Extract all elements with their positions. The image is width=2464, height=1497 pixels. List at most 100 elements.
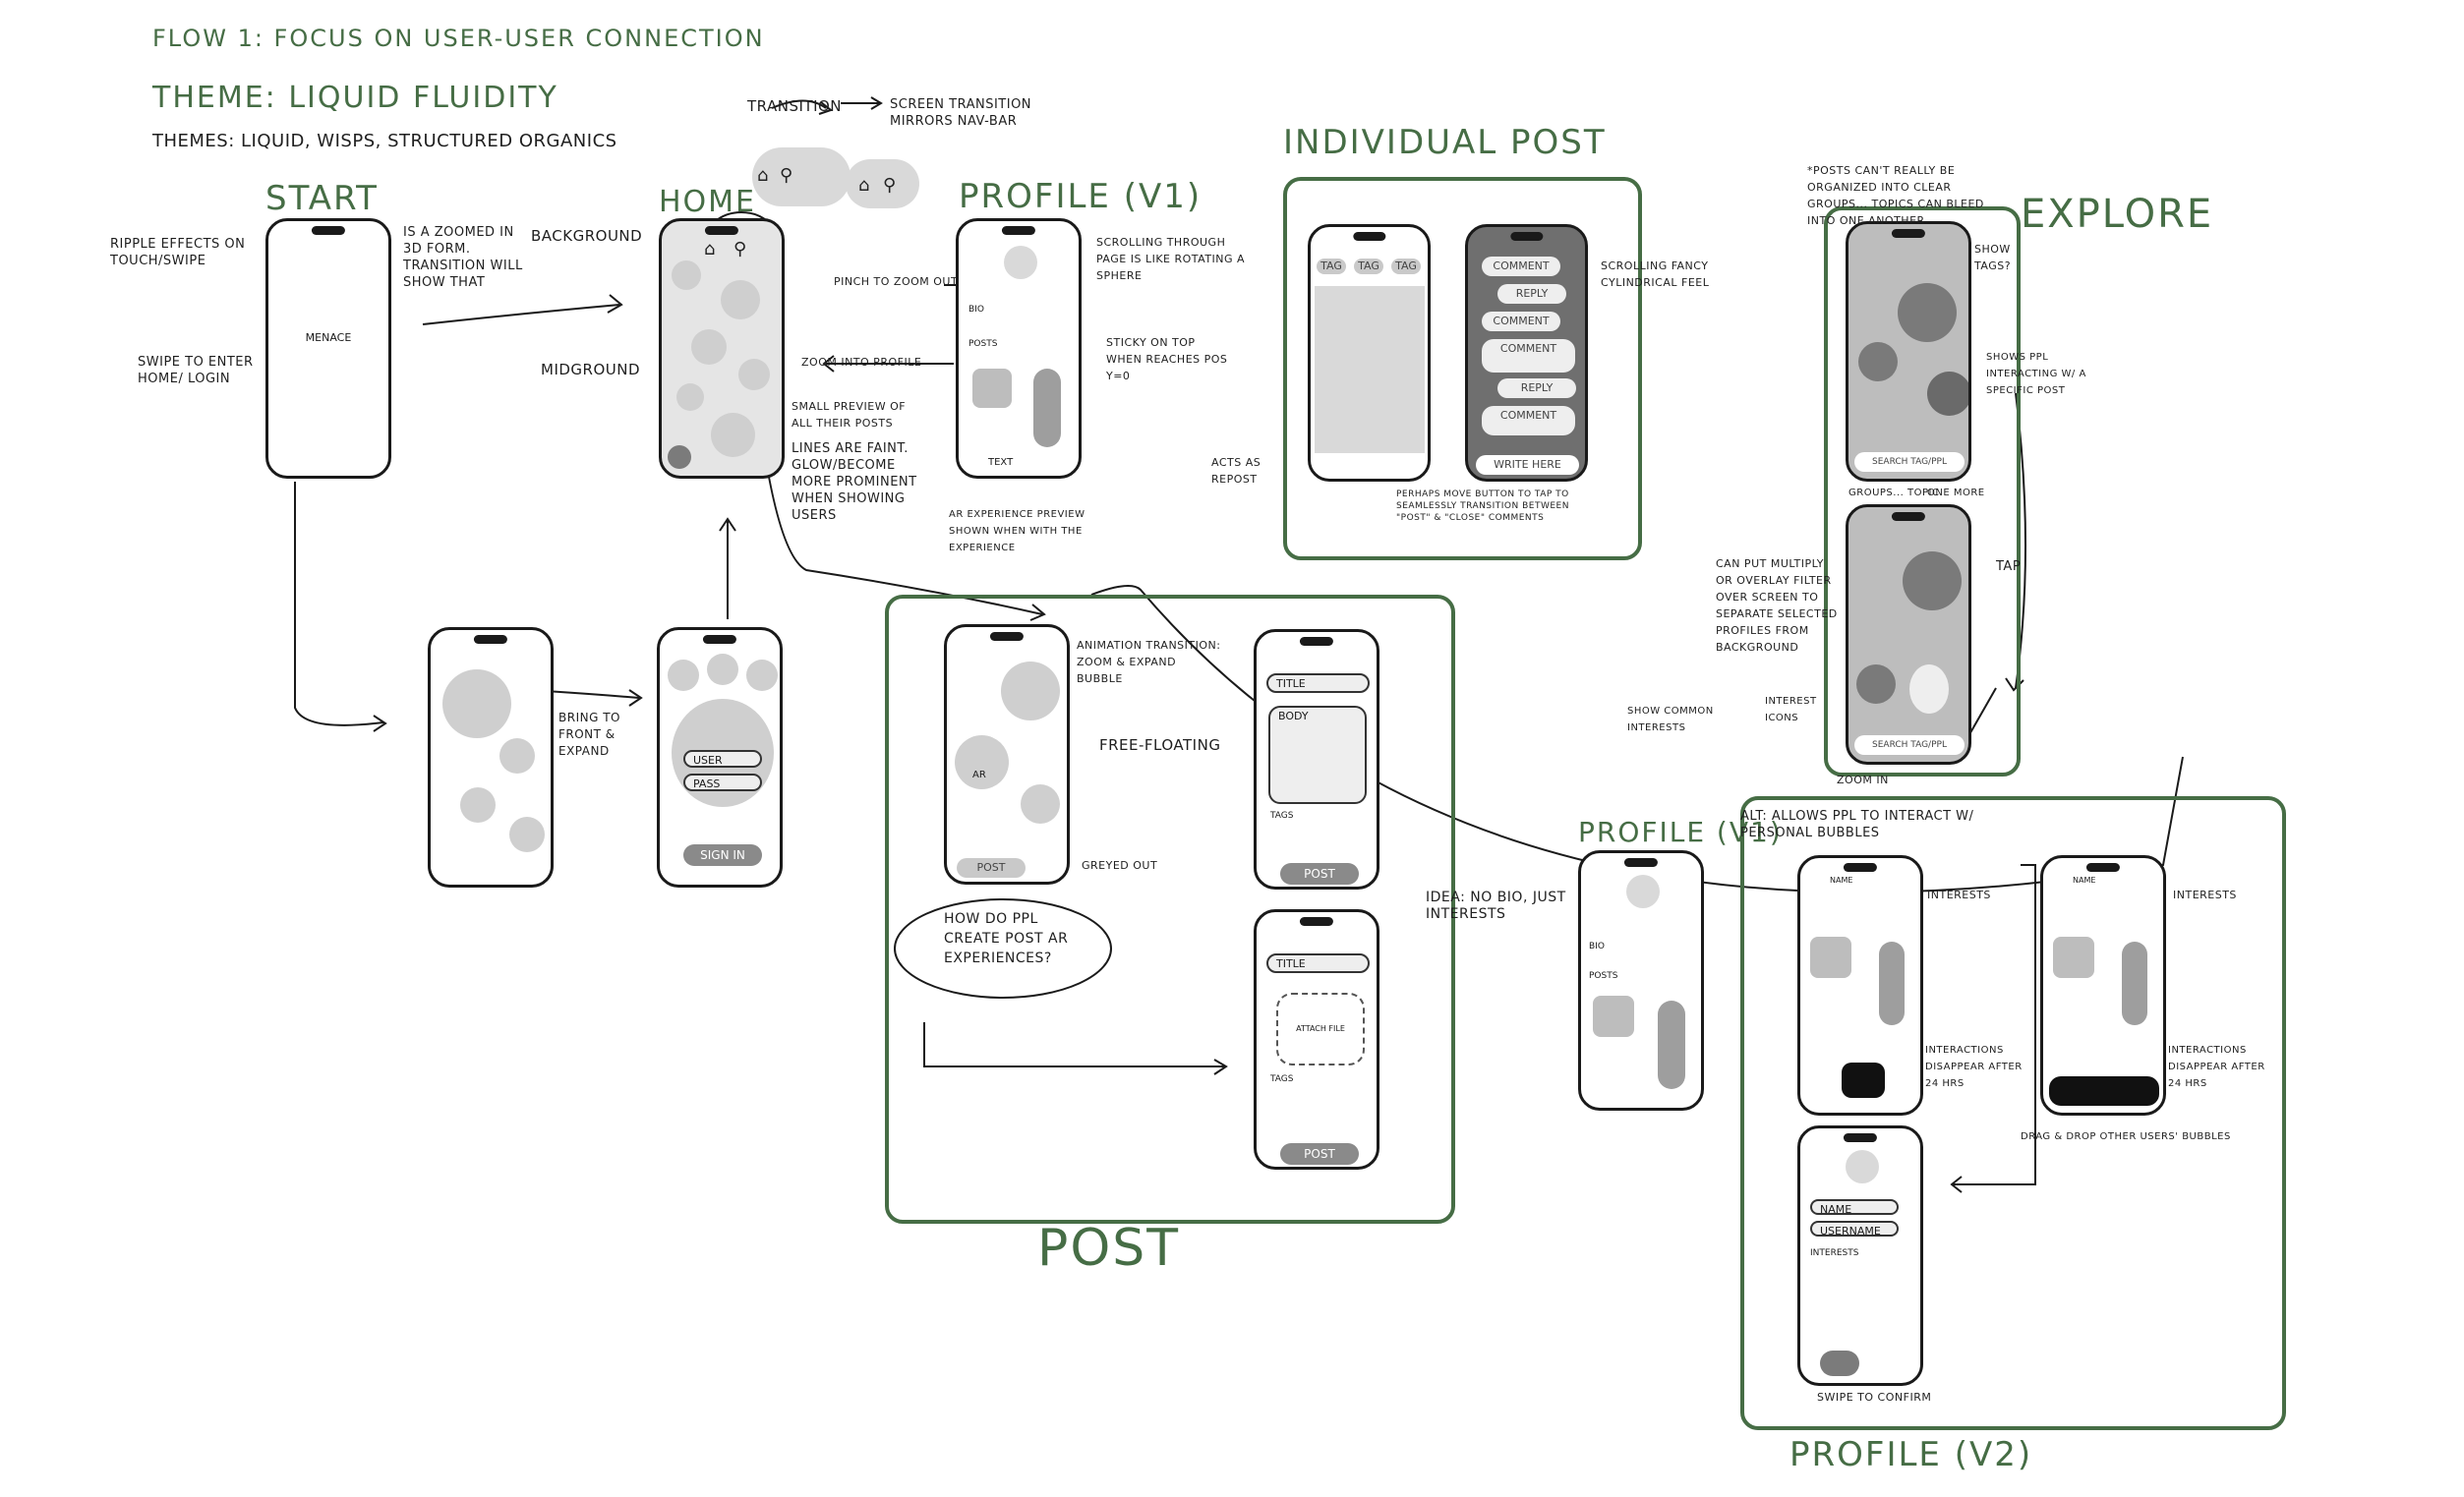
note-swipe-enter: SWIPE TO ENTER HOME/ LOGIN — [138, 355, 254, 386]
body-field[interactable]: BODY — [1268, 706, 1367, 804]
note-interactions-2: INTERACTIONS DISAPPEAR AFTER 24 HRS — [2168, 1045, 2265, 1089]
note-bring-front: BRING TO FRONT & EXPAND — [558, 711, 620, 758]
profile-edit-phone[interactable]: NAME USERNAME INTERESTS — [1797, 1125, 1923, 1386]
post-create-phone[interactable]: AR POST — [944, 624, 1070, 885]
explore-phone-2[interactable]: SEARCH TAG/PPL — [1846, 504, 1971, 765]
transition-blob-2 — [846, 159, 919, 208]
home-phone[interactable]: ⌂ ⚲ — [659, 218, 785, 479]
note-acts-repost: ACTS AS REPOST — [1211, 456, 1261, 486]
interaction-bubble[interactable] — [1842, 1063, 1885, 1098]
note-perhaps-move: PERHAPS MOVE BUTTON TO TAP TO SEAMLESSLY… — [1396, 489, 1569, 523]
post-tall — [1879, 942, 1905, 1025]
search-field[interactable]: SEARCH TAG/PPL — [1854, 735, 1965, 755]
note-tap: TAP — [1996, 559, 2022, 574]
note-ripple: RIPPLE EFFECTS ON TOUCH/SWIPE — [110, 237, 246, 268]
note-greyed-out: GREYED OUT — [1082, 859, 1158, 872]
flow-title: FLOW 1: FOCUS ON USER-USER CONNECTION — [152, 25, 765, 52]
note-zoomed: IS A ZOOMED IN 3D FORM. TRANSITION WILL … — [403, 225, 523, 290]
note-how-create: HOW DO PPL CREATE POST AR EXPERIENCES? — [944, 911, 1069, 966]
text-label: TEXT — [988, 457, 1014, 468]
note-groups-topic: GROUPS... TOPIC — [1848, 488, 1940, 498]
note-zoom-in: ZOOM IN — [1837, 774, 1889, 786]
app-name: MENACE — [305, 331, 352, 344]
tag-pill[interactable]: TAG — [1391, 259, 1421, 274]
note-one-more: ONE MORE — [1927, 488, 1985, 498]
avatar[interactable] — [1846, 1150, 1879, 1183]
profile-v1-phone[interactable]: BIO POSTS TEXT — [956, 218, 1082, 479]
post-text-phone[interactable]: TITLE BODY TAGS POST — [1254, 629, 1379, 890]
note-pinch: PINCH TO ZOOM OUT — [834, 275, 959, 288]
name-field[interactable]: NAME — [1810, 1199, 1899, 1216]
write-field[interactable]: WRITE HERE — [1476, 455, 1579, 475]
note-scrolling-sphere: SCROLLING THROUGH PAGE IS LIKE ROTATING … — [1096, 236, 1246, 282]
individual-post-phone-2[interactable]: COMMENT REPLY COMMENT COMMENT REPLY COMM… — [1465, 224, 1588, 482]
sign-in-button[interactable]: SIGN IN — [683, 844, 762, 866]
note-idea-no-bio: IDEA: NO BIO, JUST INTERESTS — [1426, 890, 1566, 922]
username-field[interactable]: USERNAME — [1810, 1221, 1899, 1238]
home-nav-icon[interactable]: ⌂ — [704, 239, 716, 259]
note-free-floating: FREE-FLOATING — [1099, 736, 1221, 754]
tag-pill[interactable]: TAG — [1317, 259, 1346, 274]
pass-field[interactable]: PASS — [683, 774, 762, 791]
start-phone[interactable]: MENACE — [265, 218, 391, 479]
bubble-tray[interactable] — [2049, 1076, 2159, 1106]
note-ar-experience: AR EXPERIENCE PREVIEW SHOWN WHEN WITH TH… — [949, 509, 1085, 553]
comment-bubble[interactable]: COMMENT — [1482, 257, 1560, 276]
avatar[interactable] — [668, 445, 691, 469]
note-alt-allows: ALT: ALLOWS PPL TO INTERACT W/ PERSONAL … — [1740, 809, 1974, 840]
note-midground: MIDGROUND — [541, 361, 641, 378]
tags-label: TAGS — [1270, 1074, 1294, 1084]
attach-file[interactable]: ATTACH FILE — [1276, 993, 1365, 1065]
note-sticky: STICKY ON TOP WHEN REACHES POS Y=0 — [1106, 336, 1228, 382]
post-button[interactable]: POST — [1280, 1143, 1359, 1165]
note-show-tags: SHOW TAGS? — [1974, 243, 2012, 272]
note-screen-transition: SCREEN TRANSITION MIRRORS NAV-BAR — [890, 97, 1032, 129]
profile-v2-phone-2[interactable]: NAME — [2040, 855, 2166, 1116]
posts-label: POSTS — [1589, 971, 1618, 981]
post-button[interactable]: POST — [1280, 863, 1359, 885]
user-field[interactable]: USER — [683, 750, 762, 768]
confirm-slider[interactable] — [1820, 1351, 1859, 1376]
reply-bubble[interactable]: REPLY — [1497, 284, 1566, 304]
post-thumb — [1593, 996, 1634, 1037]
title-field[interactable]: TITLE — [1266, 673, 1370, 693]
explore-box — [1824, 206, 2021, 777]
section-post: POST — [1037, 1219, 1181, 1278]
explore-phone-1[interactable]: SEARCH TAG/PPL — [1846, 221, 1971, 482]
profile-v2-phone-1[interactable]: NAME — [1797, 855, 1923, 1116]
post-ar-phone[interactable]: TITLE ATTACH FILE TAGS POST — [1254, 909, 1379, 1170]
note-posts-cant: *POSTS CAN'T REALLY BE ORGANIZED INTO CL… — [1807, 164, 1984, 227]
note-shows-ppl: SHOWS PPL INTERACTING W/ A SPECIFIC POST — [1986, 352, 2086, 396]
comment-bubble[interactable]: COMMENT — [1482, 406, 1575, 435]
ar-label: AR — [972, 770, 986, 780]
search-nav-icon[interactable]: ⚲ — [733, 239, 747, 259]
home-icon: ⌂ — [757, 165, 769, 186]
tag-pill[interactable]: TAG — [1354, 259, 1383, 274]
reply-bubble[interactable]: REPLY — [1497, 378, 1576, 398]
post-thumb — [972, 369, 1012, 408]
note-interests-2: INTERESTS — [2173, 889, 2237, 901]
login-phone[interactable]: USER PASS SIGN IN — [657, 627, 783, 888]
comment-bubble[interactable]: COMMENT — [1482, 339, 1575, 373]
post-tall — [1033, 369, 1061, 447]
post-box — [885, 595, 1455, 1224]
profile-interests-phone[interactable]: BIO POSTS — [1578, 850, 1704, 1111]
individual-post-phone-1[interactable]: TAG TAG TAG — [1308, 224, 1431, 482]
note-background: BACKGROUND — [531, 227, 643, 245]
profile-v2-box — [1740, 796, 2286, 1430]
theme-title: THEME: LIQUID FLUIDITY — [152, 81, 558, 115]
post-button[interactable]: POST — [957, 858, 1026, 878]
home-icon-2: ⌂ — [858, 175, 870, 196]
name-label: NAME — [1830, 876, 1853, 885]
search-field[interactable]: SEARCH TAG/PPL — [1854, 452, 1965, 472]
individual-post-box — [1283, 177, 1642, 560]
title-field[interactable]: TITLE — [1266, 953, 1370, 973]
bio-label: BIO — [1589, 942, 1605, 951]
section-profile-v2: PROFILE (V2) — [1789, 1435, 2033, 1474]
section-home: HOME — [659, 185, 757, 219]
search-icon-2: ⚲ — [883, 175, 897, 196]
note-interest-icons: INTEREST ICONS — [1765, 696, 1817, 723]
comment-bubble[interactable]: COMMENT — [1482, 312, 1560, 331]
bubble-select-phone[interactable] — [428, 627, 554, 888]
note-scrolling-fancy: SCROLLING FANCY CYLINDRICAL FEEL — [1601, 259, 1710, 289]
